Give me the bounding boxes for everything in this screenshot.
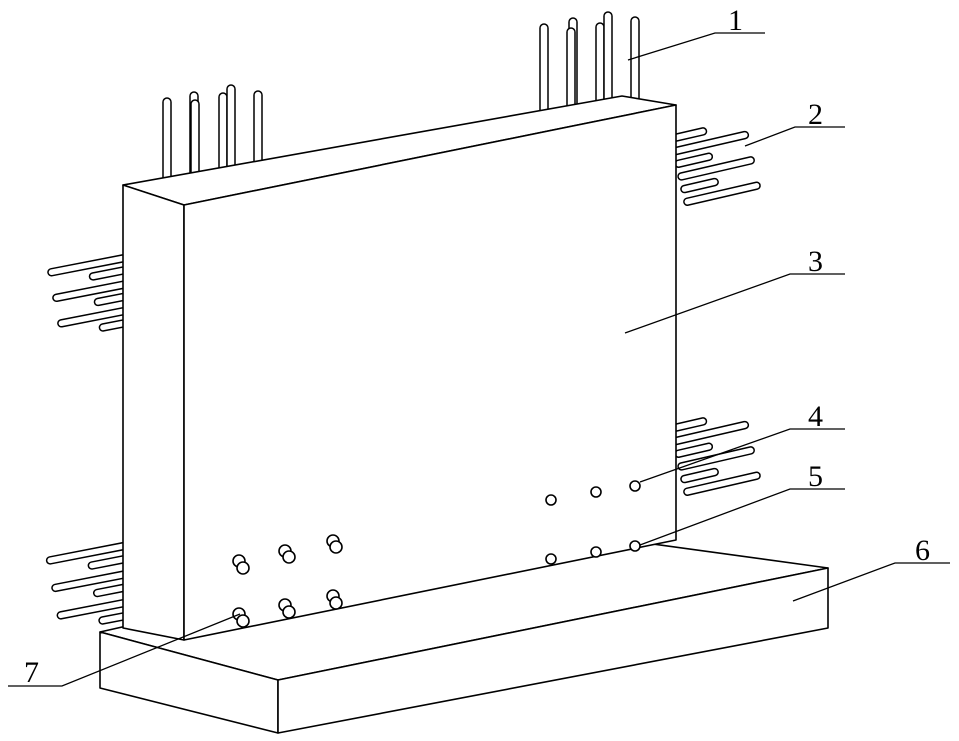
hole xyxy=(630,481,640,491)
hole xyxy=(591,487,601,497)
top-rebar xyxy=(604,12,612,108)
label-4: 4 xyxy=(808,400,823,433)
hole xyxy=(546,495,556,505)
label-5: 5 xyxy=(808,460,823,493)
label-1: 1 xyxy=(728,4,743,37)
right-side-rebars xyxy=(669,118,761,496)
leader-2 xyxy=(745,127,845,146)
hole xyxy=(591,547,601,557)
label-3: 3 xyxy=(808,245,823,278)
hole xyxy=(546,554,556,564)
label-7: 7 xyxy=(24,656,39,689)
hole xyxy=(630,541,640,551)
top-rebar xyxy=(631,17,639,107)
leader-1 xyxy=(628,33,765,60)
label-2: 2 xyxy=(808,98,823,131)
label-6: 6 xyxy=(915,534,930,567)
top-rebar xyxy=(540,24,548,116)
wall-end-face xyxy=(123,185,184,640)
